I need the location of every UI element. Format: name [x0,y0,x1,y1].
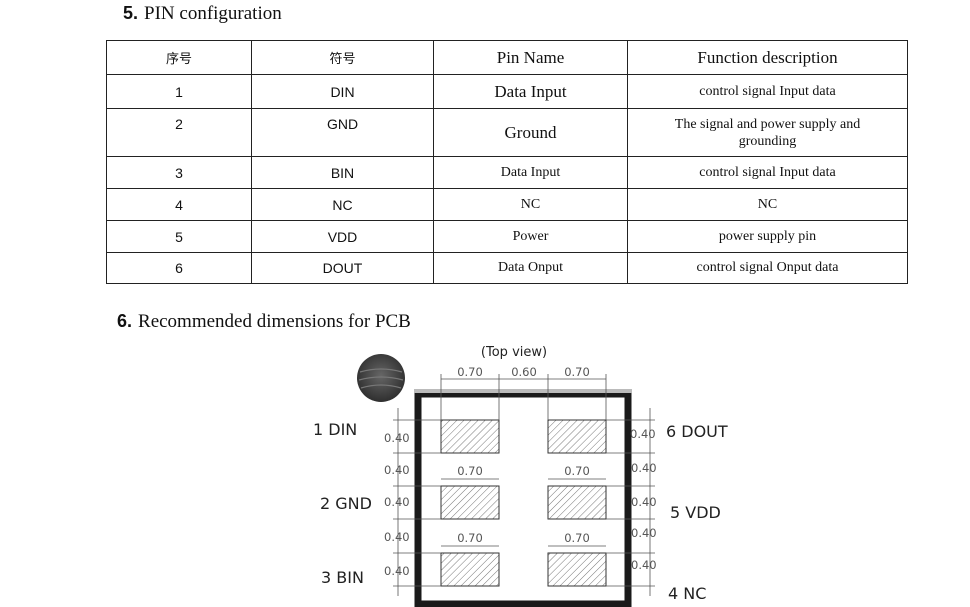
pin-configuration-table: 序号 符号 Pin Name Function description 1 DI… [106,40,908,284]
dim-label: 0.40 [384,463,410,477]
dim-label: 0.70 [564,464,590,478]
cell-symbol: NC [251,188,434,221]
dim-label: 0.70 [457,531,483,545]
cell-index: 5 [106,220,252,253]
pin-label-4: 4 NC [668,584,706,603]
cell-function: power supply pin [627,220,908,253]
dim-label: 0.70 [457,464,483,478]
top-view-label: (Top view) [481,345,547,360]
table-row: 2 GND Ground The signal and power supply… [106,108,908,157]
pad-2 [440,485,500,520]
dim-label: 0.40 [631,526,657,540]
cell-index: 6 [106,252,252,284]
dim-label: 0.40 [384,530,410,544]
pads [440,419,607,587]
pin-label-1: 1 DIN [313,420,357,439]
top-dimension-lines [440,374,607,547]
section-number: 5. [123,3,139,23]
dim-label: 0.60 [511,365,537,379]
dim-label: 0.40 [631,558,657,572]
header-function: Function description [627,40,908,75]
pin-label-3: 3 BIN [321,568,364,587]
section-5-heading: 5.PIN configuration [123,3,282,25]
pin-label-6: 6 DOUT [666,422,728,441]
cell-pin-name: Data Input [433,156,628,189]
table-header-row: 序号 符号 Pin Name Function description [106,40,908,75]
cell-pin-name: Data Onput [433,252,628,284]
pin1-marker-dot [357,354,405,402]
dim-label: 0.40 [630,427,656,441]
dim-label: 0.70 [457,365,483,379]
package-top-edge [414,389,632,393]
cell-function: NC [627,188,908,221]
right-dimension-lines [606,408,655,596]
dim-label: 0.70 [564,531,590,545]
cell-symbol: DIN [251,74,434,109]
pad-4 [547,552,607,587]
cell-pin-name: Ground [433,108,628,157]
cell-symbol: GND [251,108,434,157]
pad-6 [547,419,607,454]
section-title: Recommended dimensions for PCB [138,311,411,332]
cell-symbol: VDD [251,220,434,253]
pad-5 [547,485,607,520]
cell-index: 3 [106,156,252,189]
table-row: 3 BIN Data Input control signal Input da… [106,156,908,189]
pad-1 [440,419,500,454]
dim-label: 0.40 [631,495,657,509]
dim-label: 0.40 [384,431,410,445]
section-number: 6. [117,311,133,331]
cell-index: 1 [106,74,252,109]
table-row: 6 DOUT Data Onput control signal Onput d… [106,252,908,284]
dim-label: 0.40 [631,461,657,475]
cell-symbol: DOUT [251,252,434,284]
package-outline [414,390,632,607]
pin-label-5: 5 VDD [670,503,721,522]
section-title: PIN configuration [144,3,282,24]
pad-3 [440,552,500,587]
left-dimension-lines [393,408,441,596]
cell-symbol: BIN [251,156,434,189]
dim-label: 0.40 [384,564,410,578]
dim-label: 0.70 [564,365,590,379]
cell-function: The signal and power supply and groundin… [627,108,908,157]
section-6-heading: 6.Recommended dimensions for PCB [117,311,411,333]
cell-function: control signal Onput data [627,252,908,284]
dim-label: 0.40 [384,495,410,509]
pin-label-2: 2 GND [320,494,372,513]
table-row: 5 VDD Power power supply pin [106,220,908,253]
cell-pin-name: Power [433,220,628,253]
table-row: 4 NC NC NC [106,188,908,221]
